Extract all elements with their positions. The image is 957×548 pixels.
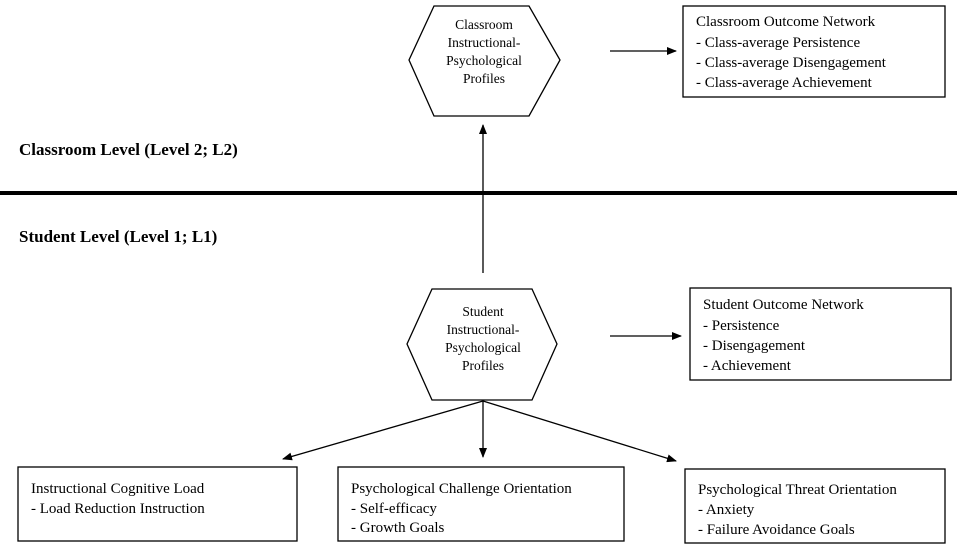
classroom-outcome-box: Classroom Outcome Network - Class-averag…: [682, 5, 946, 98]
classroom-profiles-line-4: Profiles: [463, 71, 505, 86]
student-outcome-box: Student Outcome Network - Persistence - …: [689, 287, 952, 381]
student-profiles-node: Student Instructional- Psychological Pro…: [406, 288, 558, 401]
threat-orientation-item: - Failure Avoidance Goals: [698, 522, 855, 538]
student-profiles-line-4: Profiles: [462, 358, 504, 373]
classroom-outcome-item: - Class-average Achievement: [696, 75, 873, 91]
threat-orientation-title: Psychological Threat Orientation: [698, 482, 897, 498]
classroom-outcome-item: - Class-average Persistence: [696, 35, 860, 51]
arrow-to-threat-orientation: [482, 400, 677, 463]
threat-orientation-box: Psychological Threat Orientation - Anxie…: [684, 468, 946, 544]
cognitive-load-title: Instructional Cognitive Load: [31, 481, 205, 497]
classroom-profiles-line-2: Instructional-: [448, 35, 521, 50]
challenge-orientation-item: - Growth Goals: [351, 520, 444, 536]
classroom-profiles-line-1: Classroom: [455, 17, 513, 32]
student-outcome-title: Student Outcome Network: [703, 297, 864, 313]
classroom-outcome-title: Classroom Outcome Network: [696, 14, 876, 30]
student-level-label: Student Level (Level 1; L1): [19, 227, 217, 246]
challenge-orientation-box: Psychological Challenge Orientation - Se…: [337, 466, 625, 542]
student-outcome-item: - Achievement: [703, 358, 792, 374]
challenge-orientation-title: Psychological Challenge Orientation: [351, 481, 572, 497]
student-outcome-item: - Disengagement: [703, 338, 806, 354]
classroom-outcome-item: - Class-average Disengagement: [696, 55, 887, 71]
threat-orientation-item: - Anxiety: [698, 502, 755, 518]
student-profiles-hexagon: [406, 288, 558, 401]
challenge-orientation-item: - Self-efficacy: [351, 501, 437, 517]
classroom-profiles-line-3: Psychological: [446, 53, 522, 68]
cognitive-load-item: - Load Reduction Instruction: [31, 501, 205, 517]
student-profiles-line-1: Student: [462, 304, 504, 319]
classroom-profiles-hexagon: [408, 5, 561, 117]
student-profiles-line-2: Instructional-: [447, 322, 520, 337]
arrow-to-cognitive-load: [282, 400, 484, 461]
classroom-level-label: Classroom Level (Level 2; L2): [19, 140, 238, 159]
classroom-profiles-node: Classroom Instructional- Psychological P…: [408, 5, 561, 117]
cognitive-load-box: Instructional Cognitive Load - Load Redu…: [17, 466, 298, 542]
student-outcome-item: - Persistence: [703, 318, 780, 334]
student-profiles-line-3: Psychological: [445, 340, 521, 355]
